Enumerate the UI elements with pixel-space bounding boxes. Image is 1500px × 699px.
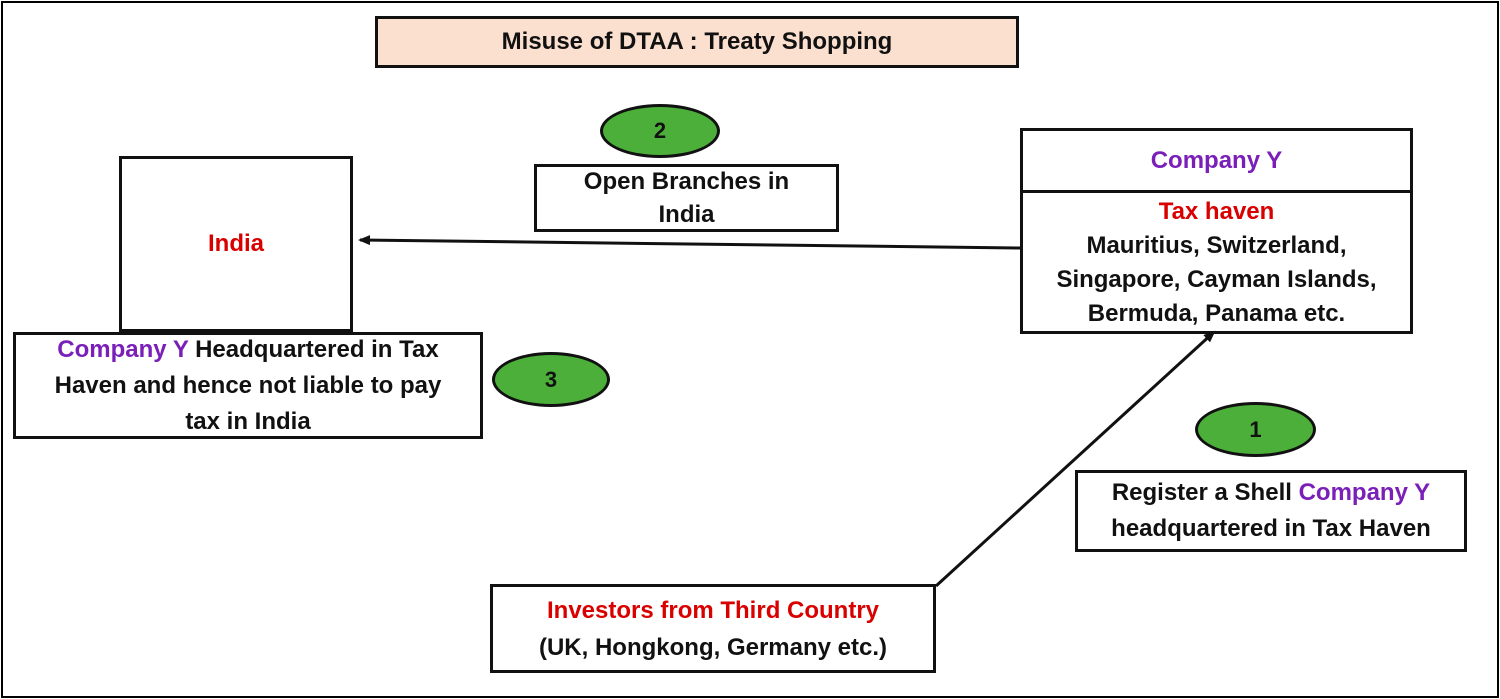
- register-shell-line-1: Register a Shell Company Y: [1112, 475, 1430, 511]
- headquartered-line-1-rest: Headquartered in Tax: [188, 335, 439, 363]
- headquartered-line-3: tax in India: [185, 407, 311, 435]
- step-3-number: 3: [544, 366, 558, 392]
- open-branches-line-1: Open Branches in: [583, 168, 790, 195]
- company-y-body: Tax haven Mauritius, Switzerland, Singap…: [1056, 193, 1376, 331]
- headquartered-company-name: Company Y: [57, 335, 189, 363]
- tax-haven-countries-line-3: Bermuda, Panama etc.: [1087, 300, 1346, 327]
- company-y-header: Company Y: [1023, 131, 1410, 193]
- diagram-title-box: Misuse of DTAA : Treaty Shopping: [375, 16, 1019, 68]
- open-branches-box: Open Branches in India: [534, 164, 839, 232]
- tax-haven-countries-line-2: Singapore, Cayman Islands,: [1056, 266, 1377, 293]
- register-shell-box: Register a Shell Company Y headquartered…: [1075, 470, 1467, 552]
- india-label: India: [207, 230, 264, 257]
- investors-line-1: Investors from Third Country: [546, 596, 880, 624]
- investors-line-2: (UK, Hongkong, Germany etc.): [538, 633, 888, 661]
- company-y-box: Company Y Tax haven Mauritius, Switzerla…: [1020, 128, 1413, 334]
- register-shell-line-2: headquartered in Tax Haven: [1111, 515, 1431, 542]
- step-3-oval: 3: [492, 352, 610, 407]
- step-2-number: 2: [653, 118, 667, 143]
- step-1-oval: 1: [1195, 402, 1316, 457]
- headquartered-line-1: Company Y Headquartered in Tax: [57, 332, 438, 368]
- company-y-name: Company Y: [1150, 146, 1283, 174]
- register-shell-company-name: Company Y: [1298, 479, 1431, 506]
- headquartered-line-2: Haven and hence not liable to pay: [54, 371, 442, 399]
- register-shell-line-1-pre: Register a Shell: [1111, 479, 1299, 506]
- investors-box: Investors from Third Country (UK, Hongko…: [490, 584, 936, 673]
- india-box: India: [119, 156, 353, 332]
- tax-haven-label: Tax haven: [1158, 198, 1275, 225]
- headquartered-box: Company Y Headquartered in Tax Haven and…: [13, 332, 483, 439]
- open-branches-line-2: India: [658, 201, 715, 228]
- step-2-oval: 2: [600, 104, 720, 158]
- step-1-number: 1: [1249, 416, 1262, 442]
- tax-haven-countries-line-1: Mauritius, Switzerland,: [1086, 232, 1347, 259]
- diagram-title: Misuse of DTAA : Treaty Shopping: [501, 28, 893, 55]
